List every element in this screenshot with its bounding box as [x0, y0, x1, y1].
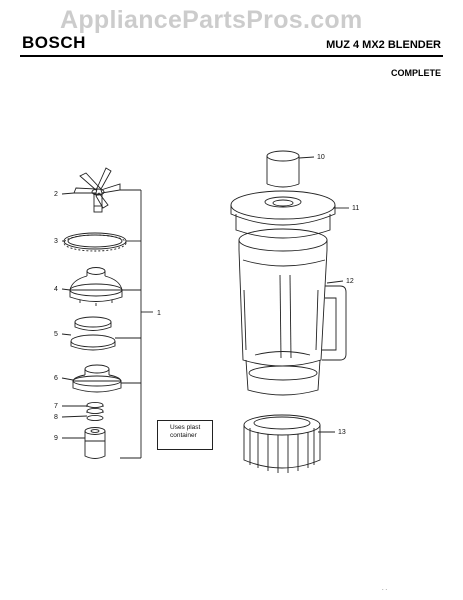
callout-1-bracket [115, 189, 153, 459]
note-text: Uses plast container [170, 424, 201, 439]
callout-4: 4 [54, 286, 58, 293]
part-3-gasket [63, 232, 127, 252]
part-2-blade [73, 167, 121, 213]
callout-8: 8 [54, 414, 58, 421]
callout-3: 3 [54, 238, 58, 245]
watermark-text: AppliancePartsPros.com [60, 6, 363, 34]
callout-10: 10 [317, 154, 325, 161]
part-12-jar [238, 228, 347, 396]
brand-logo-text: BOSCH [22, 33, 86, 52]
callout-9: 9 [54, 435, 58, 442]
part-9-bushing [84, 427, 106, 459]
header-rule [20, 55, 443, 57]
part-10-measuring-cap [266, 150, 315, 188]
callout-13: 13 [338, 429, 346, 436]
part-5-seals [70, 316, 116, 351]
part-6-coupling [72, 364, 122, 393]
leader-lines-left [61, 192, 88, 439]
part-7-8-washers [86, 401, 104, 422]
callout-2: 2 [54, 191, 58, 198]
callout-5: 5 [54, 331, 58, 338]
footer-mark: . . [381, 586, 387, 592]
callout-6: 6 [54, 375, 58, 382]
callout-7: 7 [54, 403, 58, 410]
callout-11: 11 [352, 205, 359, 212]
diagram-subtitle: COMPLETE [390, 68, 441, 78]
callout-1: 1 [157, 310, 161, 317]
part-4-blade-housing [69, 267, 123, 306]
callout-numbers: 1 2 3 4 5 6 7 8 9 10 11 12 13 [54, 154, 359, 442]
model-title: MUZ 4 MX2 BLENDER [326, 39, 441, 51]
part-13-base [243, 414, 335, 473]
part-11-lid [230, 190, 349, 239]
note-box [157, 420, 213, 450]
callout-12: 12 [346, 278, 354, 285]
